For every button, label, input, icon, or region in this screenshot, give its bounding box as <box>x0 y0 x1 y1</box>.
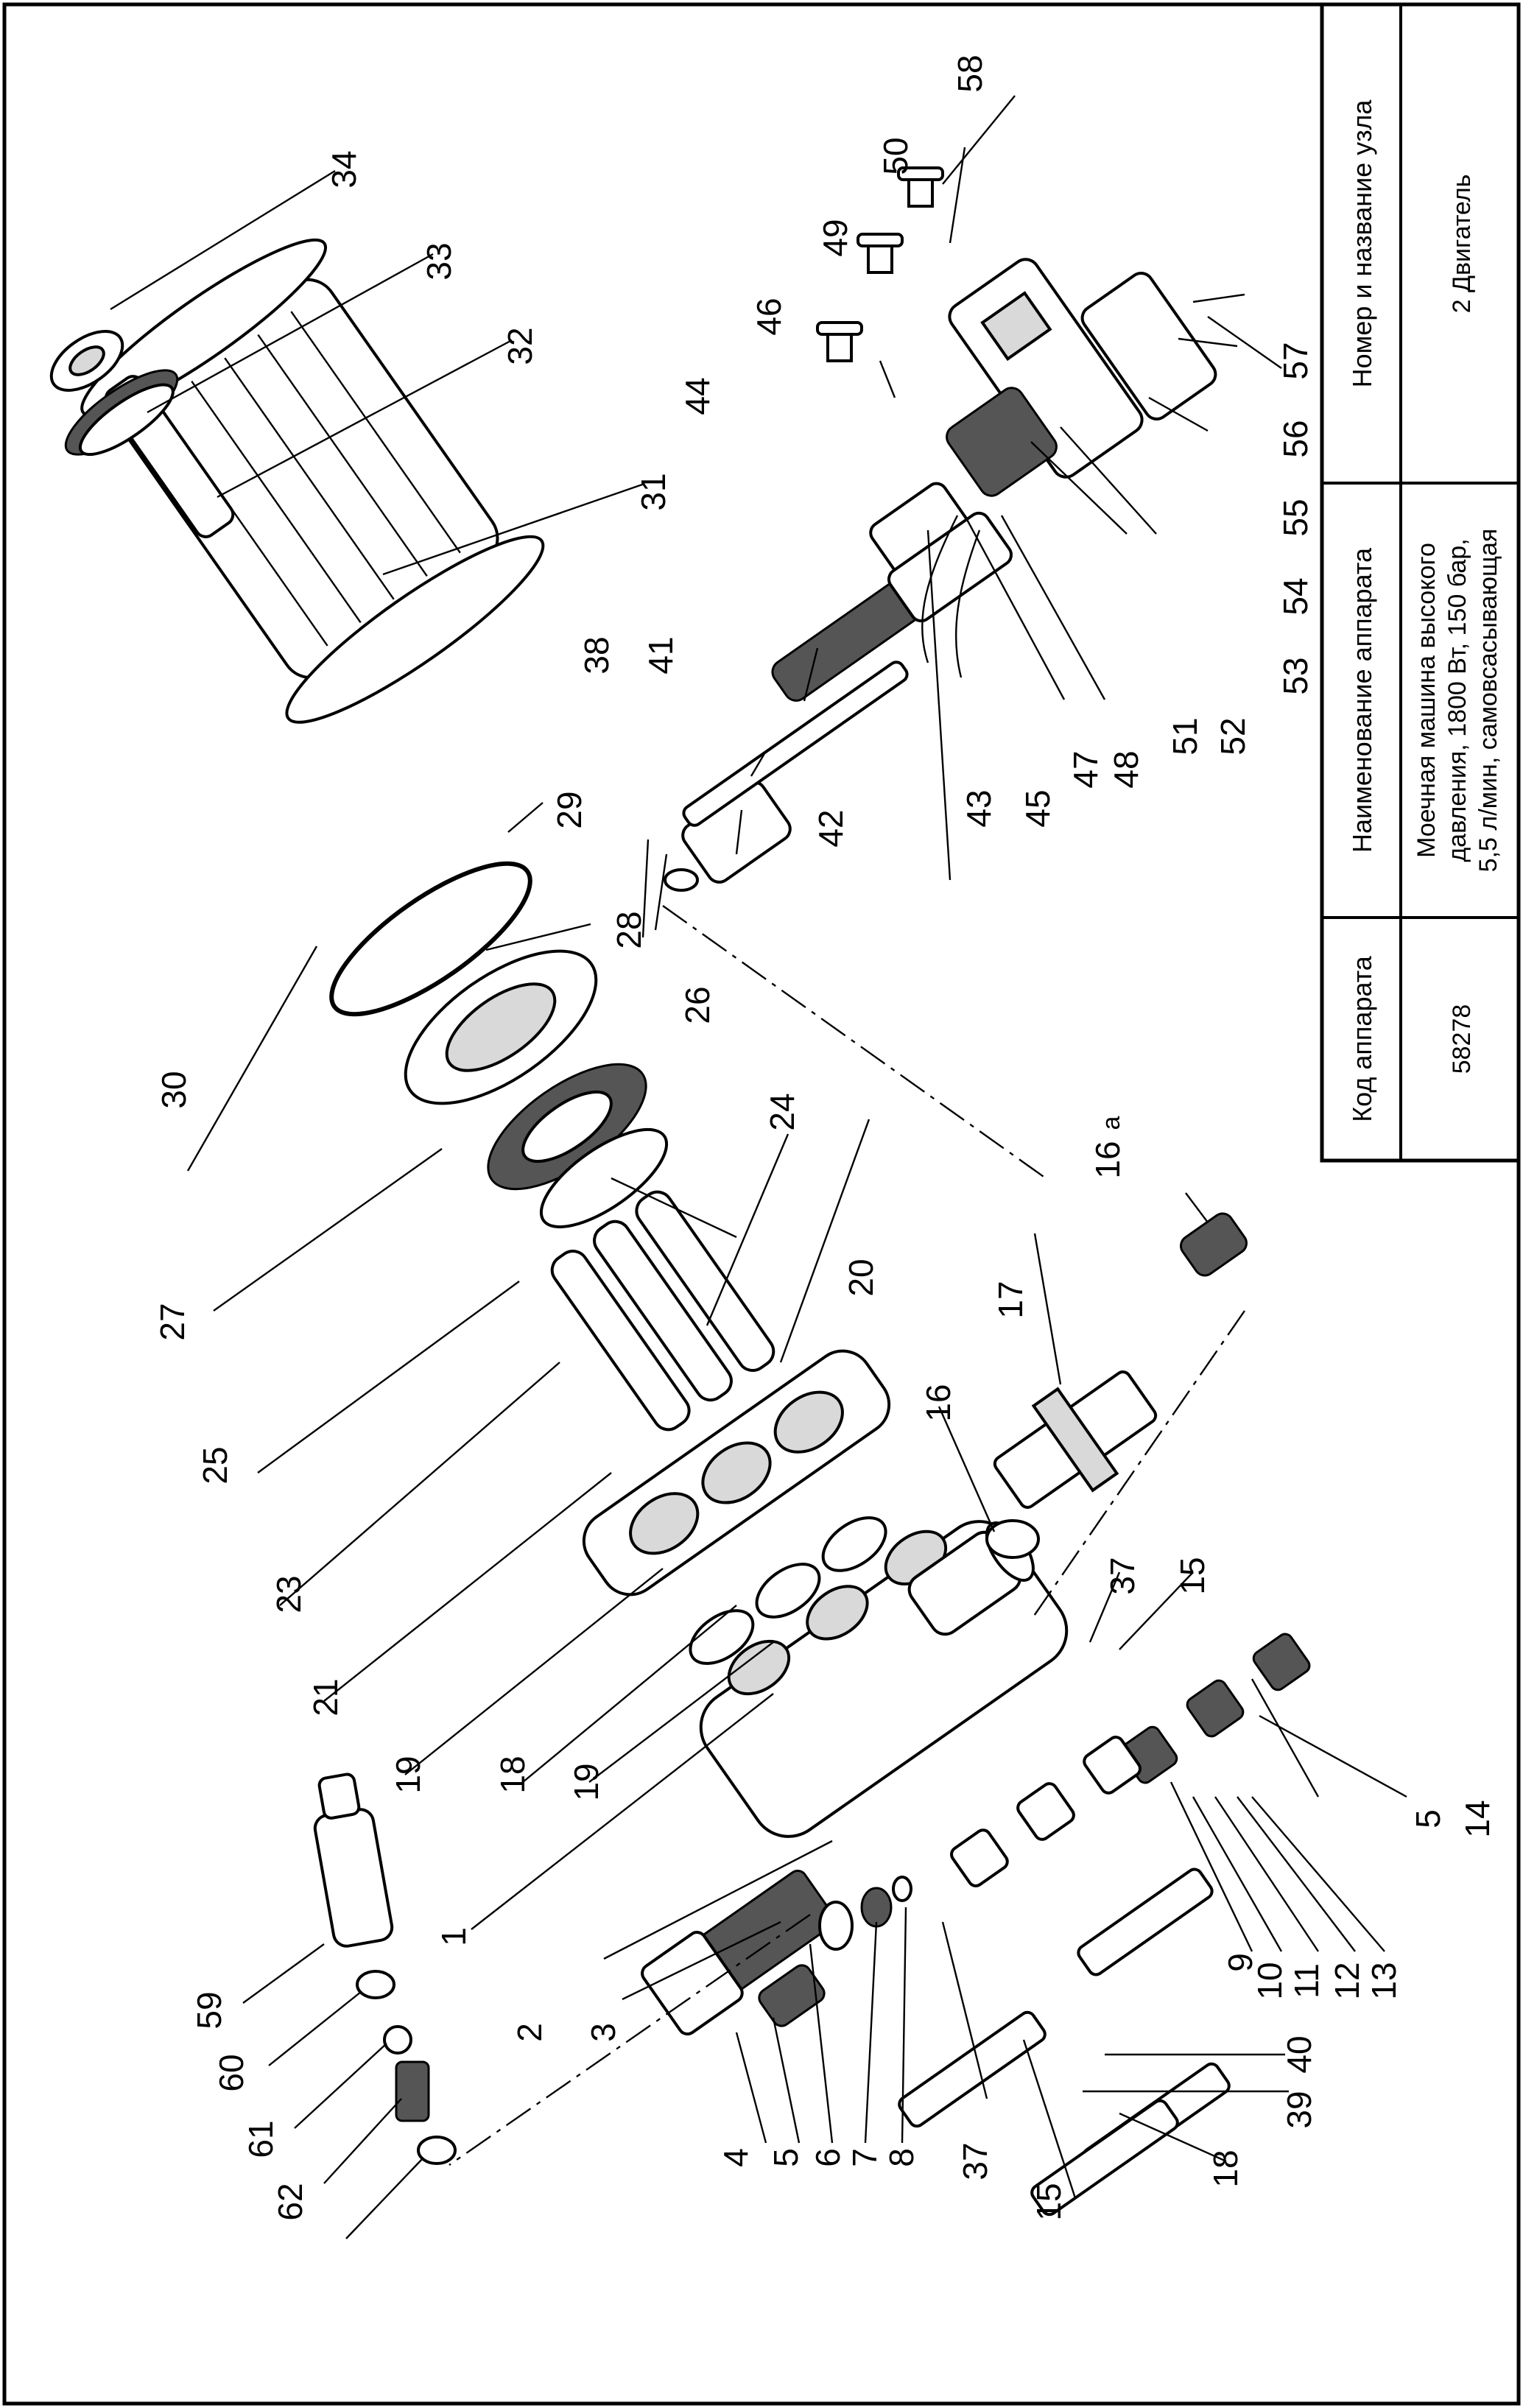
callout-27: 26 <box>678 986 717 1024</box>
callout-8: 8 <box>882 2148 921 2167</box>
callout-46: 47 <box>1066 750 1105 788</box>
callout-9: 9 <box>1221 1953 1259 1972</box>
table-header-device-code: Код аппарата <box>1347 955 1377 1122</box>
callout-11: 11 <box>1287 1963 1326 1999</box>
callout-17: 17 <box>991 1281 1030 1318</box>
callout-40: 41 <box>641 636 680 674</box>
table-header-unit-name: Номер и название узла <box>1347 99 1377 388</box>
callout-56: 57 <box>1276 342 1315 379</box>
callout-1: 1 <box>435 1927 473 1946</box>
callout-16a-suffix: a <box>1097 1116 1125 1130</box>
callouts: 34 33 32 31 41 38 44 46 49 50 58 57 56 5… <box>153 54 1496 2220</box>
table-value-device-name-line-2: давления, 1800 Вт, 150 бар, <box>1443 538 1471 862</box>
callout-44: 45 <box>1019 789 1057 827</box>
callout-5-right: 5 <box>1409 1809 1447 1828</box>
table-value-device-code: 58278 <box>1448 1004 1476 1074</box>
callout-41: 42 <box>812 809 850 847</box>
table-value-device-name-line-3: 5,5 л/мин, самовсасывающая <box>1474 529 1502 873</box>
callout-16a: 16 <box>1088 1141 1127 1178</box>
callout-35: 34 <box>325 150 363 188</box>
callout-34: 33 <box>420 242 458 280</box>
callout-29: 28 <box>610 911 648 948</box>
table-value-unit-name: 2 Двигатель <box>1448 175 1476 314</box>
callout-39: 40 <box>1280 2035 1318 2073</box>
callout-7: 7 <box>845 2148 884 2167</box>
callout-37-top: 37 <box>1103 1557 1142 1594</box>
callout-6: 6 <box>809 2148 847 2167</box>
callout-48: 49 <box>816 219 854 256</box>
callout-12: 12 <box>1328 1962 1366 1999</box>
callout-28: 27 <box>153 1303 191 1340</box>
callout-51: 52 <box>1214 717 1252 755</box>
callout-53: 54 <box>1276 577 1315 615</box>
callout-47: 48 <box>1107 750 1145 788</box>
callout-52: 53 <box>1276 657 1315 694</box>
callout-45: 46 <box>750 298 788 335</box>
callout-16: 16 <box>919 1384 957 1421</box>
callout-25: 24 <box>763 1093 801 1130</box>
leader-lines <box>110 95 1407 2239</box>
callout-22: 20 <box>842 1258 880 1296</box>
callout-32: 31 <box>634 473 672 510</box>
callout-55: 56 <box>1276 420 1315 457</box>
callout-26: 25 <box>196 1446 234 1484</box>
callout-61: 62 <box>271 2183 309 2220</box>
callout-60: 61 <box>242 2120 280 2158</box>
callout-5-left: 5 <box>767 2148 805 2167</box>
callout-24: 23 <box>270 1575 308 1613</box>
callout-14: 14 <box>1458 1800 1496 1837</box>
callout-15-bottom: 15 <box>1030 2183 1068 2220</box>
callout-3: 3 <box>584 2023 622 2042</box>
callout-58: 59 <box>190 1991 228 2029</box>
title-block: Код аппарата 58278 Наименование аппарата… <box>1320 2 1521 1163</box>
callout-10: 10 <box>1251 1962 1289 1999</box>
callout-37-bottom: 37 <box>956 2142 994 2180</box>
callout-13: 13 <box>1365 1962 1403 1999</box>
callout-57: 58 <box>951 54 989 92</box>
table-header-device-name: Наименование аппарата <box>1347 547 1377 853</box>
callout-31: 30 <box>155 1071 193 1108</box>
callout-36: 38 <box>577 636 616 674</box>
callout-54: 55 <box>1276 499 1315 536</box>
callout-20: 18 <box>493 1756 532 1793</box>
callout-43: 44 <box>678 377 717 415</box>
callout-19: 19 <box>567 1763 605 1800</box>
callout-59: 60 <box>212 2054 250 2091</box>
callout-4: 4 <box>717 2148 755 2167</box>
callout-18: 18 <box>1206 2150 1245 2187</box>
table-value-device-name-line-1: Моечная машина высокого <box>1413 543 1441 858</box>
callout-21: 19 <box>389 1756 427 1793</box>
callout-2: 2 <box>510 2023 549 2042</box>
callout-38: 39 <box>1280 2091 1318 2128</box>
callout-15-top: 15 <box>1173 1557 1211 1594</box>
assembly-lines <box>449 905 1245 2166</box>
callout-49: 50 <box>876 137 915 175</box>
callout-33: 32 <box>501 327 539 365</box>
callout-30: 29 <box>550 791 588 828</box>
callout-23: 21 <box>306 1678 345 1716</box>
drawing-parts <box>49 166 1311 2217</box>
callout-42: 43 <box>960 789 998 827</box>
callout-50: 51 <box>1166 717 1204 755</box>
